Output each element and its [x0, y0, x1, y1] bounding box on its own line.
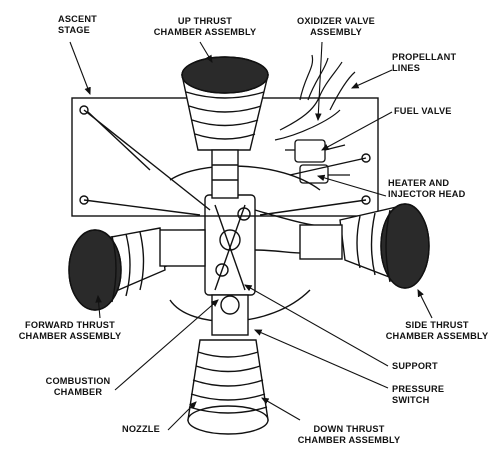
label-heater-injector-line1: HEATER AND [388, 178, 450, 188]
label-down-thrust: DOWN THRUST CHAMBER ASSEMBLY [290, 424, 408, 446]
leader-lines [69, 41, 433, 431]
label-support: SUPPORT [392, 361, 438, 372]
label-down-thrust-line1: DOWN THRUST [313, 424, 385, 434]
side-thrust-chamber [299, 203, 430, 289]
label-pressure-switch: PRESSURE SWITCH [392, 384, 444, 406]
label-ascent-stage-line1: ASCENT [58, 14, 97, 24]
label-side-thrust-line2: CHAMBER ASSEMBLY [385, 331, 489, 341]
label-combustion-chamber-line1: COMBUSTION [45, 376, 111, 386]
label-nozzle: NOZZLE [122, 424, 160, 435]
label-propellant-lines-line2: LINES [392, 63, 421, 73]
label-oxidizer-valve-line1: OXIDIZER VALVE [296, 16, 375, 26]
propellant-lines [274, 54, 356, 141]
down-thrust-chamber [187, 294, 269, 435]
label-propellant-lines-line1: PROPELLANT [392, 52, 457, 62]
label-up-thrust-line2: CHAMBER ASSEMBLY [153, 27, 257, 37]
label-side-thrust-line1: SIDE THRUST [405, 320, 469, 330]
forward-thrust-chamber [68, 227, 206, 311]
label-up-thrust: UP THRUST CHAMBER ASSEMBLY [150, 16, 260, 38]
label-forward-thrust-line1: FORWARD THRUST [25, 320, 115, 330]
label-propellant-lines: PROPELLANT LINES [392, 52, 456, 74]
label-ascent-stage: ASCENT STAGE [58, 14, 97, 36]
label-up-thrust-line1: UP THRUST [177, 16, 233, 26]
label-pressure-switch-line2: SWITCH [392, 395, 430, 405]
label-support-line1: SUPPORT [392, 361, 438, 371]
label-oxidizer-valve: OXIDIZER VALVE ASSEMBLY [286, 16, 386, 38]
label-side-thrust: SIDE THRUST CHAMBER ASSEMBLY [378, 320, 496, 342]
label-forward-thrust-line2: CHAMBER ASSEMBLY [18, 331, 122, 341]
label-heater-injector: HEATER AND INJECTOR HEAD [388, 178, 465, 200]
label-oxidizer-valve-line2: ASSEMBLY [310, 27, 362, 37]
label-fuel-valve-line1: FUEL VALVE [394, 106, 452, 116]
label-pressure-switch-line1: PRESSURE [392, 384, 445, 394]
label-ascent-stage-line2: STAGE [58, 25, 90, 35]
label-nozzle-line1: NOZZLE [122, 424, 160, 434]
label-combustion-chamber: COMBUSTION CHAMBER [38, 376, 118, 398]
up-thrust-chamber [181, 56, 269, 199]
label-down-thrust-line2: CHAMBER ASSEMBLY [297, 435, 401, 445]
label-combustion-chamber-line2: CHAMBER [53, 387, 103, 397]
label-forward-thrust: FORWARD THRUST CHAMBER ASSEMBLY [10, 320, 130, 342]
label-heater-injector-line2: INJECTOR HEAD [388, 189, 466, 199]
label-fuel-valve: FUEL VALVE [394, 106, 452, 117]
